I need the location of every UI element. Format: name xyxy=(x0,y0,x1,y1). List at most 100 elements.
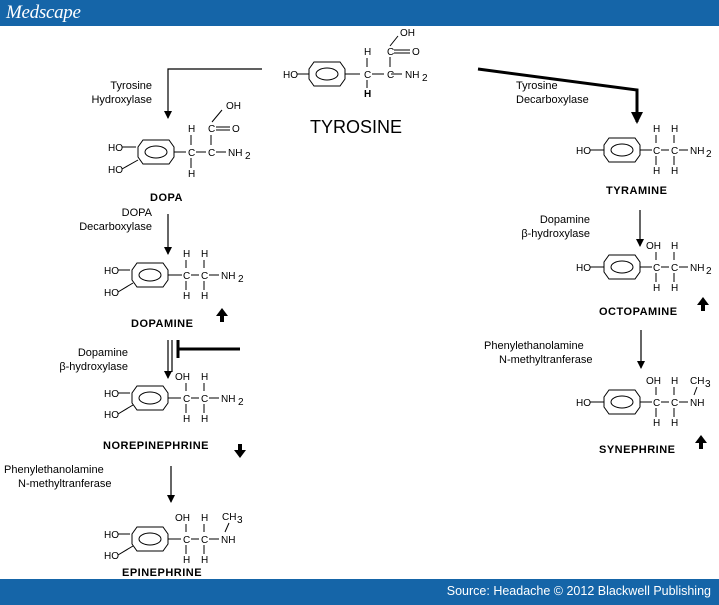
atom-h: H xyxy=(653,418,660,429)
subscript: 2 xyxy=(706,266,712,277)
atom-c: C xyxy=(671,146,678,157)
atom-o: O xyxy=(232,124,240,135)
subscript: 3 xyxy=(705,379,711,390)
atom-h: H xyxy=(671,241,678,252)
atom-c: C xyxy=(364,70,371,81)
tyrosine-metabolism-diagram: HO H C H C NH 2 C O OH TYROSINE Tyrosine… xyxy=(4,28,712,579)
label-synephrine: SYNEPHRINE xyxy=(599,444,676,456)
dopa-structure: HO HO H C H C NH 2 C O OH DOPA xyxy=(108,101,251,204)
atom-h: H xyxy=(183,249,190,260)
atom-ch3: CH xyxy=(690,376,704,387)
enzyme-label: Tyrosine xyxy=(110,80,152,92)
atom-ho: HO xyxy=(108,143,123,154)
label-octopamine: OCTOPAMINE xyxy=(599,306,678,318)
atom-c: C xyxy=(183,394,190,405)
atom-nh2: NH xyxy=(690,146,704,157)
inhibition-symbol xyxy=(176,340,240,358)
enzyme-label: Decarboxylase xyxy=(79,221,152,233)
label-tyrosine: TYROSINE xyxy=(310,117,402,137)
brand-logo: Medscape xyxy=(6,2,81,23)
enzyme-label: Hydroxylase xyxy=(91,94,152,106)
label-dopa: DOPA xyxy=(150,192,183,204)
label-dopamine: DOPAMINE xyxy=(131,318,193,330)
atom-c: C xyxy=(671,398,678,409)
atom-ho: HO xyxy=(108,165,123,176)
atom-ho: HO xyxy=(104,288,119,299)
enzyme-label: Tyrosine xyxy=(516,80,558,92)
header-bar: Medscape xyxy=(0,0,719,26)
footer-bar: Source: Headache © 2012 Blackwell Publis… xyxy=(0,579,719,605)
up-arrow-icon xyxy=(697,297,709,311)
atom-ho: HO xyxy=(104,551,119,562)
atom-h: H xyxy=(653,166,660,177)
atom-h: H xyxy=(653,124,660,135)
norepinephrine-structure: HO HO OH C H H C H NH 2 NOREPINEPHRINE xyxy=(103,372,246,458)
atom-oh: OH xyxy=(646,376,661,387)
atom-c: C xyxy=(653,398,660,409)
enzyme-label: Dopamine xyxy=(78,347,128,359)
atom-h: H xyxy=(201,291,208,302)
atom-nh2: NH xyxy=(228,148,242,159)
atom-c: C xyxy=(201,394,208,405)
atom-c: C xyxy=(183,535,190,546)
subscript: 2 xyxy=(422,73,428,84)
atom-c: C xyxy=(183,271,190,282)
atom-h: H xyxy=(183,414,190,425)
atom-h: H xyxy=(671,418,678,429)
synephrine-structure: HO OH C H H C H NH CH 3 SYNEPHRINE xyxy=(576,376,711,456)
atom-ho: HO xyxy=(283,70,298,81)
label-norepinephrine: NOREPINEPHRINE xyxy=(103,440,209,452)
atom-ho: HO xyxy=(104,410,119,421)
tyrosine-structure: HO H C H C NH 2 C O OH TYROSINE xyxy=(283,28,428,137)
arrow-tyrosine-to-dopa xyxy=(164,68,262,119)
atom-oh: OH xyxy=(175,372,190,383)
enzyme-label: Phenylethanolamine xyxy=(484,340,584,352)
atom-ho: HO xyxy=(576,263,591,274)
atom-ho: HO xyxy=(576,146,591,157)
atom-h: H xyxy=(364,89,371,100)
atom-h: H xyxy=(671,283,678,294)
atom-h: H xyxy=(201,555,208,566)
atom-oh: OH xyxy=(175,513,190,524)
atom-h: H xyxy=(653,283,660,294)
atom-h: H xyxy=(201,414,208,425)
atom-c: C xyxy=(208,124,215,135)
atom-nh2: NH xyxy=(405,70,419,81)
label-tyramine: TYRAMINE xyxy=(606,185,667,197)
atom-c: C xyxy=(653,146,660,157)
atom-oh: OH xyxy=(646,241,661,252)
atom-oh: OH xyxy=(226,101,241,112)
atom-nh2: NH xyxy=(221,394,235,405)
arrow-tyrosine-to-tyramine xyxy=(477,67,643,124)
atom-ho: HO xyxy=(104,530,119,541)
enzyme-label: Dopamine xyxy=(540,214,590,226)
tyramine-structure: HO H C H H C H NH 2 TYRAMINE xyxy=(576,124,712,197)
enzyme-label: Phenylethanolamine xyxy=(4,464,104,476)
enzyme-label: DOPA xyxy=(122,207,153,219)
enzyme-label: N-methyltranferase xyxy=(18,478,112,490)
atom-h: H xyxy=(671,166,678,177)
atom-h: H xyxy=(201,249,208,260)
enzyme-label: N-methyltranferase xyxy=(499,354,593,366)
atom-ho: HO xyxy=(576,398,591,409)
atom-h: H xyxy=(671,124,678,135)
down-arrow-icon xyxy=(234,444,246,458)
atom-c: C xyxy=(387,47,394,58)
atom-oh: OH xyxy=(400,28,415,39)
enzyme-label: β-hydroxylase xyxy=(521,228,590,240)
atom-o: O xyxy=(412,47,420,58)
subscript: 3 xyxy=(237,515,243,526)
atom-h: H xyxy=(364,47,371,58)
atom-nh: NH xyxy=(690,398,704,409)
up-arrow-icon xyxy=(216,308,228,322)
enzyme-label: Decarboxylase xyxy=(516,94,589,106)
atom-nh2: NH xyxy=(221,271,235,282)
label-epinephrine: EPINEPHRINE xyxy=(122,567,202,579)
epinephrine-structure: HO HO OH C H H C H NH CH 3 EPINEPHRINE xyxy=(104,512,243,579)
dopamine-structure: HO HO H C H H C H NH 2 DOPAMINE xyxy=(104,249,244,330)
atom-c: C xyxy=(387,70,394,81)
atom-c: C xyxy=(201,271,208,282)
atom-h: H xyxy=(671,376,678,387)
subscript: 2 xyxy=(706,149,712,160)
subscript: 2 xyxy=(238,397,244,408)
